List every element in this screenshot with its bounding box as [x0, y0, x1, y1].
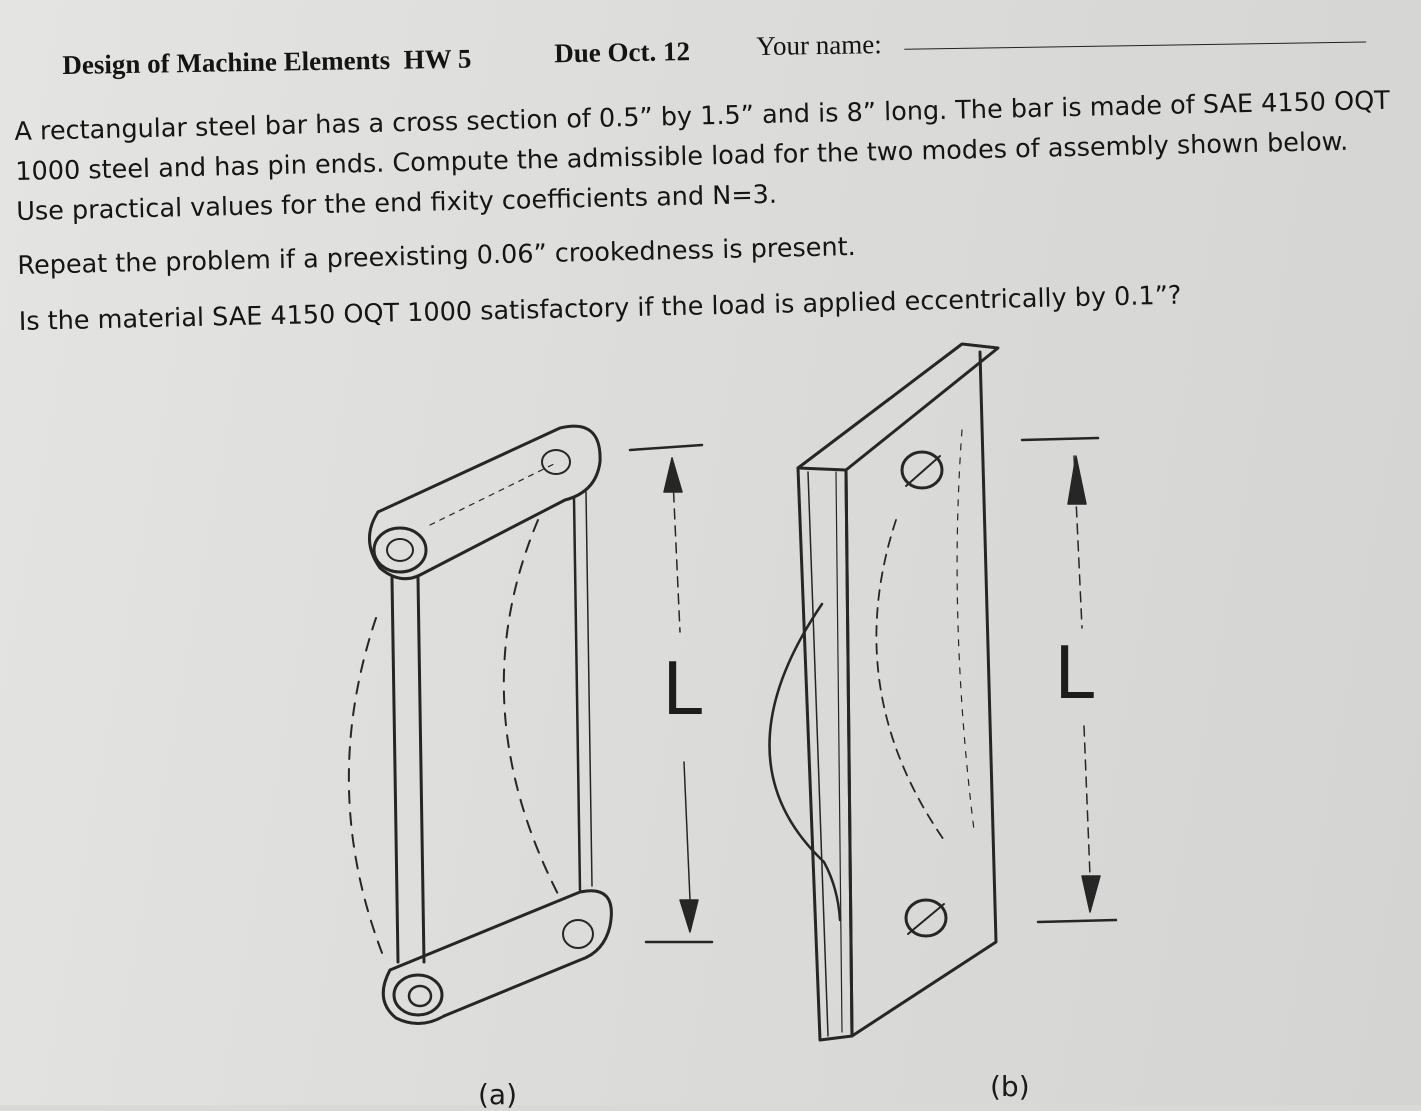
figure-b-sketch — [768, 342, 1118, 1042]
figure-a-sketch — [347, 424, 714, 1025]
length-label-a: L — [662, 647, 702, 731]
length-label-b: L — [1054, 631, 1094, 715]
figure-b-label: (b) — [990, 1070, 1030, 1103]
figure-a-label: (a) — [478, 1078, 518, 1111]
